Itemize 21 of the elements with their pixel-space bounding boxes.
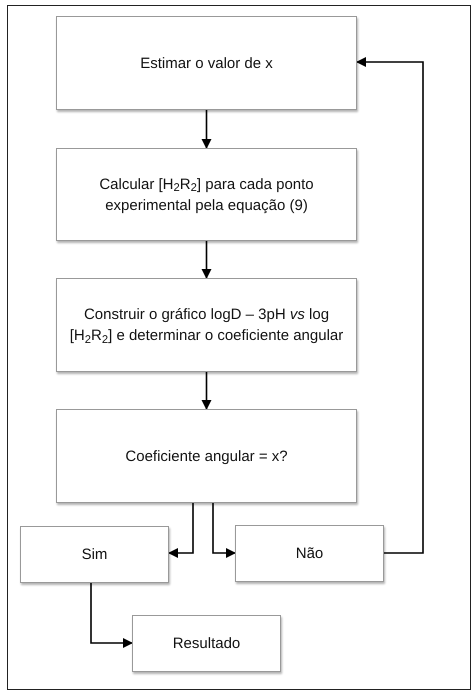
process-box [132,615,281,672]
process-box [56,148,357,241]
box-label: Sim [82,545,108,565]
box-label: Não [296,544,324,564]
box-label: Resultado [172,634,240,654]
arrow [202,241,212,279]
process-box [56,278,357,372]
arrow [356,57,424,554]
arrow [202,372,212,410]
box-label: Estimar o valor de x [140,54,273,74]
arrow [202,110,212,149]
arrow [212,503,236,558]
arrow [168,503,194,558]
process-box [20,526,169,583]
process-box [56,16,357,110]
box-label: Construir o gráfico logD – 3pH vs log [H$_{2}$R$_{2}$] e determinar o coeficiente angular [68,305,344,346]
box-label: Calcular [H$_{2}$R$_{2}$] para cada ponto experimental pela equação (9) [98,174,315,216]
process-box [235,525,384,582]
box-label: Coeficiente angular = x? [125,446,288,466]
arrow [90,583,133,648]
process-box [56,409,357,503]
